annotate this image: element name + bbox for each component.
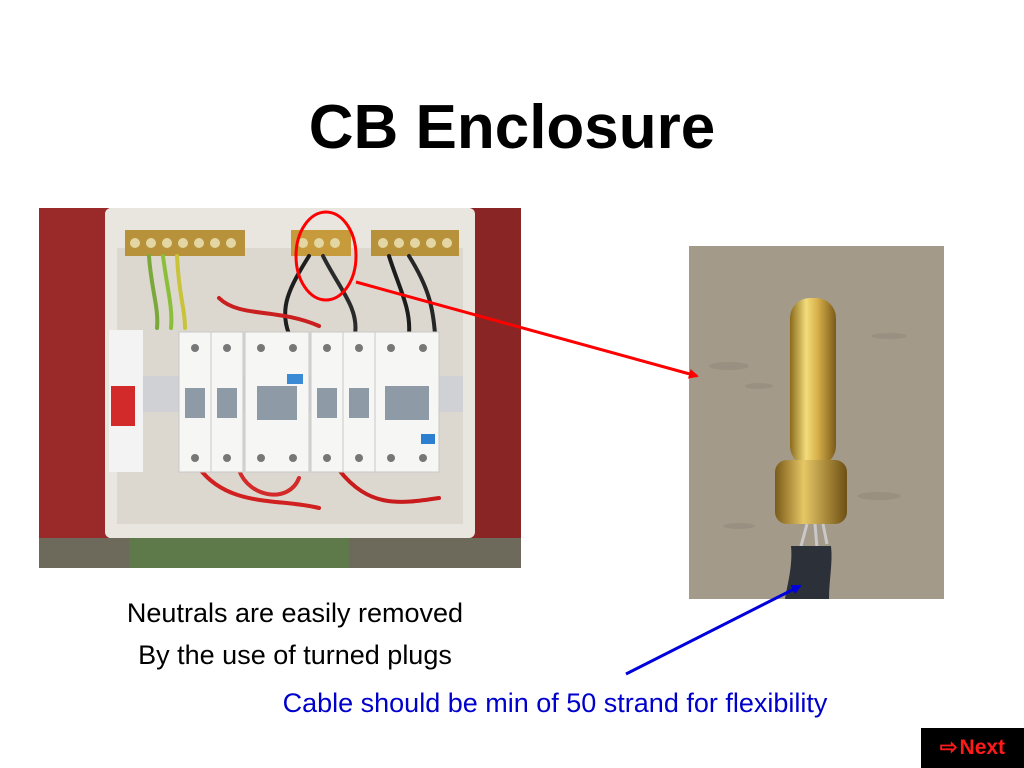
caption-line-1: Neutrals are easily removed [126, 598, 464, 628]
cable-note: Cable should be min of 50 strand for fle… [282, 688, 828, 718]
caption-line-2: By the use of turned plugs [138, 640, 452, 670]
blue-pointer-arrow [625, 584, 802, 676]
next-button[interactable]: ⇨Next [921, 728, 1024, 768]
caption-block: Neutrals are easily removed By the use o… [60, 592, 530, 676]
next-button-label: Next [959, 736, 1006, 759]
outline-right-arrow-icon: ⇨ [939, 736, 958, 759]
enclosure-photo [39, 208, 521, 568]
plug-photo [689, 246, 944, 599]
slide-title: CB Enclosure [308, 93, 716, 162]
